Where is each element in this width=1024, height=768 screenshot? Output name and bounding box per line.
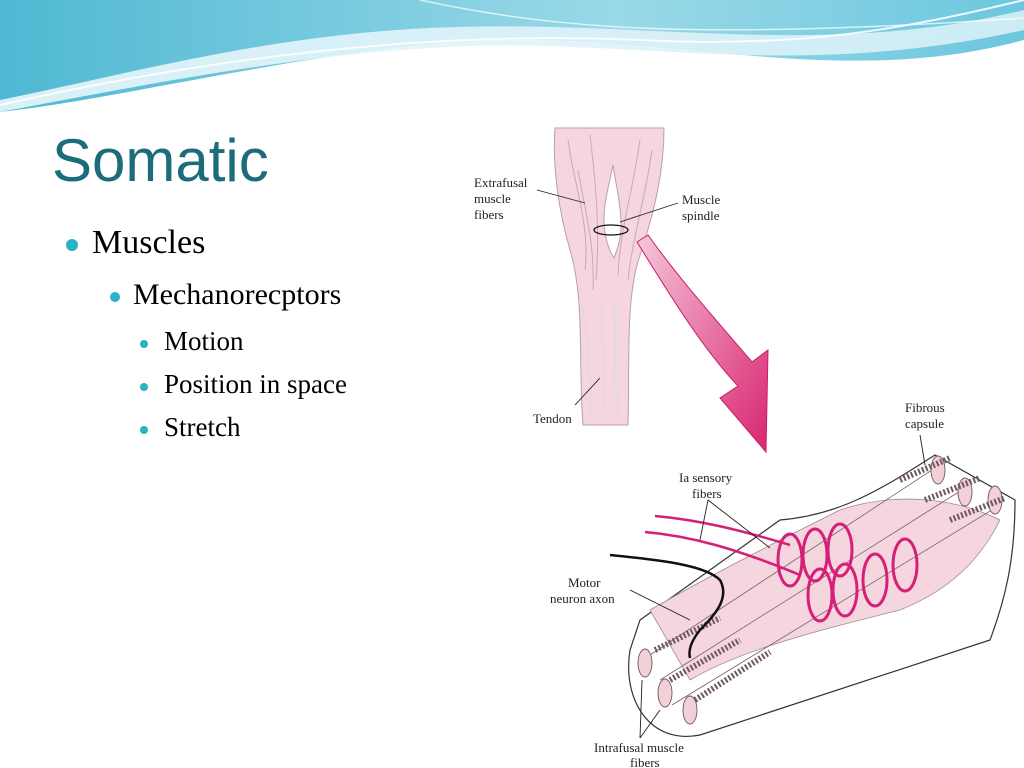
label-extrafusal-1: Extrafusal bbox=[474, 175, 528, 190]
slide-title: Somatic bbox=[52, 127, 269, 194]
bullet-dot bbox=[110, 292, 120, 302]
label-motor-1: Motor bbox=[568, 575, 601, 590]
label-capsule-2: capsule bbox=[905, 416, 944, 431]
spindle-drawing bbox=[609, 454, 1016, 737]
label-intrafusal-1: Intrafusal muscle bbox=[594, 740, 684, 755]
label-tendon: Tendon bbox=[533, 411, 572, 426]
label-intrafusal-2: fibers bbox=[630, 755, 660, 768]
label-capsule-1: Fibrous bbox=[905, 400, 945, 415]
bullet-text: Position in space bbox=[164, 369, 347, 399]
label-spindle-2: spindle bbox=[682, 208, 720, 223]
bullet-position: Position in space bbox=[140, 369, 347, 400]
bullet-text: Muscles bbox=[92, 224, 206, 261]
figure-labels: Extrafusal muscle fibers Muscle spindle … bbox=[474, 175, 945, 768]
muscle-spindle-figure: Extrafusal muscle fibers Muscle spindle … bbox=[470, 118, 1024, 768]
label-motor-2: neuron axon bbox=[550, 591, 615, 606]
bullet-motion: Motion bbox=[140, 326, 244, 357]
figure-leader-lines bbox=[536, 189, 926, 739]
bullet-text: Stretch bbox=[164, 412, 241, 442]
bullet-text: Mechanorecptors bbox=[133, 278, 342, 311]
bullet-dot bbox=[140, 383, 148, 391]
label-extrafusal-2: muscle bbox=[474, 191, 511, 206]
label-sensory-1: Ia sensory bbox=[679, 470, 733, 485]
label-spindle-1: Muscle bbox=[682, 192, 721, 207]
label-extrafusal-3: fibers bbox=[474, 207, 504, 222]
bullet-stretch: Stretch bbox=[140, 412, 241, 443]
bullet-muscles: Muscles bbox=[66, 224, 206, 262]
label-sensory-2: fibers bbox=[692, 486, 722, 501]
bullet-dot bbox=[66, 239, 78, 251]
header-wave-decoration bbox=[0, 0, 1024, 112]
bullet-dot bbox=[140, 426, 148, 434]
bullet-text: Motion bbox=[164, 326, 244, 356]
bullet-mechanoreceptors: Mechanorecptors bbox=[110, 278, 342, 312]
zoom-arrow bbox=[636, 234, 769, 454]
bullet-dot bbox=[140, 340, 148, 348]
